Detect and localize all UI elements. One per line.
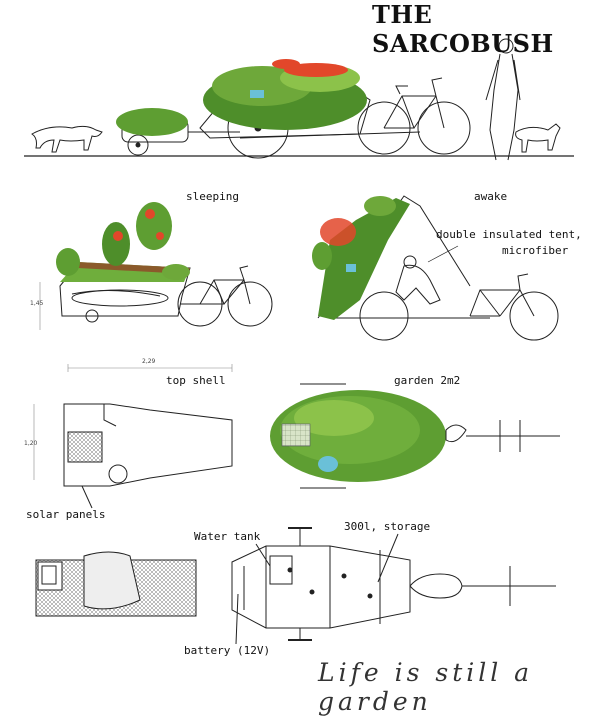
label-garden: garden 2m2 <box>394 374 461 387</box>
label-tent-line1: double insulated tent, <box>436 228 582 241</box>
label-water-tank: Water tank <box>194 530 261 543</box>
man-standing <box>485 38 521 161</box>
bicycle-hero <box>357 77 471 155</box>
label-solar-panels: solar panels <box>26 508 106 521</box>
dim-width-top: 1,20 <box>24 440 38 447</box>
page-title: THE SARCOBUSH <box>372 0 554 58</box>
dim-height-side: 1,45 <box>30 300 44 307</box>
hero-foliage <box>116 59 367 136</box>
top-shell-drawing <box>33 364 233 509</box>
label-top-shell: top shell <box>166 374 226 387</box>
label-tent-line2: microfiber <box>502 244 569 257</box>
awake-foliage <box>312 196 410 320</box>
dog-left <box>31 125 103 153</box>
label-battery: battery (12V) <box>184 644 271 657</box>
awake-drawing <box>317 195 559 341</box>
bottom-plan-drawing <box>35 527 556 645</box>
label-storage: 300l, storage <box>344 520 431 533</box>
sleeping-foliage <box>56 202 190 282</box>
dim-length-top: 2,29 <box>142 358 156 365</box>
sarcobush-illustration <box>24 38 574 645</box>
dog-right <box>515 123 561 153</box>
label-sleeping: sleeping <box>186 190 239 203</box>
garden-drawing <box>270 383 560 489</box>
label-awake: awake <box>474 190 508 203</box>
motto: Life is still a garden <box>318 658 534 716</box>
